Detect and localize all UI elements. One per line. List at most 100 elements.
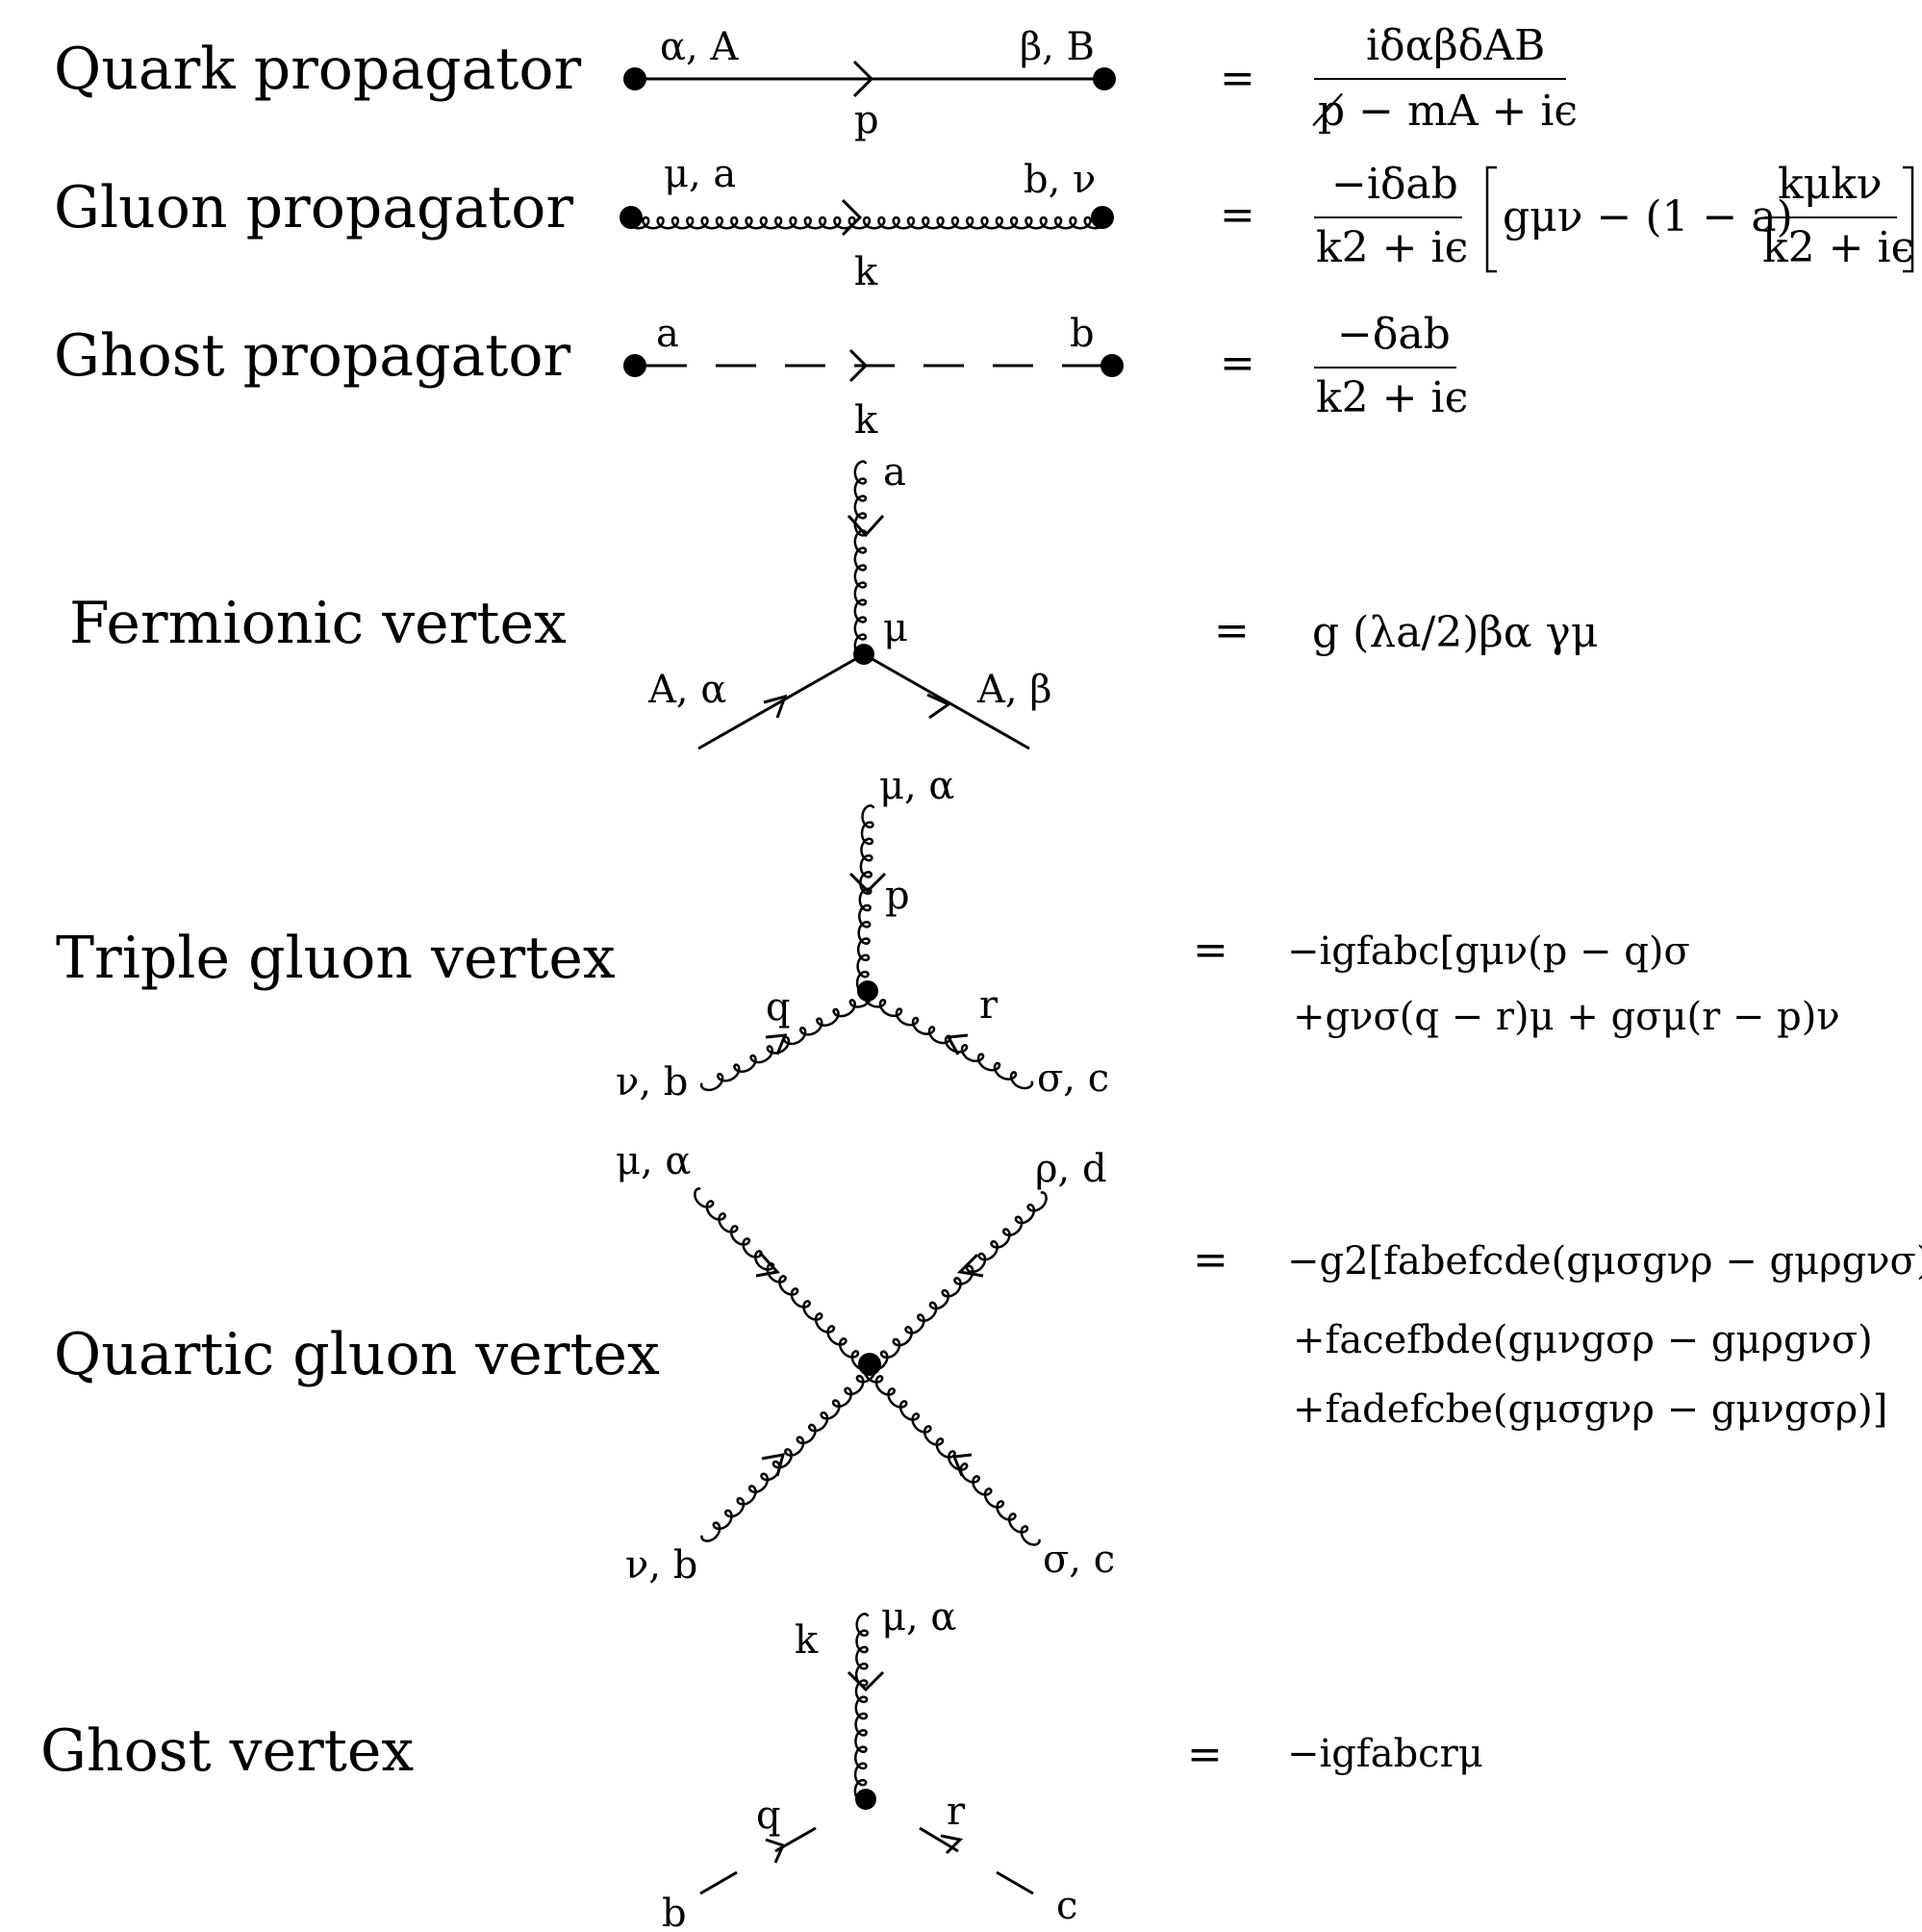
quartic-bottom-right-arrow-icon	[951, 1453, 973, 1477]
ghost-denominator: k2 + iϵ	[1316, 373, 1468, 422]
gluon-left-dot	[620, 206, 643, 229]
ghost-vertex-left-label: b	[662, 1892, 687, 1932]
quartic-bottom-right-label: σ, c	[1043, 1538, 1115, 1582]
ghost-vertex-right-label: c	[1056, 1884, 1077, 1928]
ghost-arrow-icon	[848, 348, 869, 383]
ghost-vertex-gluon-arrow-icon	[847, 1670, 885, 1692]
gluon-propagator-row: Gluon propagator μ, a b, ν k = −iδab k2 …	[54, 152, 1914, 294]
ghost-vertex-expression: −igfabcrμ	[1287, 1732, 1483, 1776]
fermionic-equals: =	[1214, 606, 1250, 655]
gluon-coil-line	[626, 216, 1107, 230]
triple-gluon-left-arrow-icon	[765, 1033, 788, 1055]
ghost-vertex-left-dash-1	[699, 1870, 738, 1895]
ghost-equals: =	[1220, 339, 1255, 388]
fermionic-gluon-arrow-icon	[847, 514, 885, 538]
fermionic-expression: g (λa/2)βα γμ	[1312, 608, 1598, 657]
gluon-equals: =	[1220, 191, 1255, 240]
triple-gluon-expr-line-1: −igfabc[gμν(p − q)σ	[1287, 929, 1690, 974]
ghost-propagator-row: Ghost propagator a b k = −δab k2 + iϵ	[54, 310, 1468, 443]
quartic-bottom-left-label: ν, b	[625, 1543, 697, 1588]
ghost-vertex-right-arrow-icon	[940, 1834, 964, 1855]
gluon-arrow-icon	[841, 198, 863, 237]
gluon-right-label: b, ν	[1024, 158, 1096, 202]
quartic-gluon-title: Quartic gluon vertex	[54, 1321, 660, 1388]
quark-propagator-row: Quark propagator α, A β, B p = iδαβδAB p…	[54, 21, 1578, 142]
fermionic-gluon-line	[853, 460, 868, 658]
ghost-left-dot	[623, 354, 646, 377]
triple-gluon-right-line	[862, 989, 1034, 1090]
fermionic-vertex-label: μ	[883, 606, 908, 650]
ghost-vertex-r-label: r	[947, 1790, 966, 1834]
gluon-bracket-denominator: k2 + iϵ	[1762, 223, 1914, 272]
triple-gluon-title: Triple gluon vertex	[56, 925, 616, 992]
quark-right-dot	[1093, 67, 1116, 90]
gluon-bracket-numerator: kμkν	[1778, 160, 1883, 209]
quark-left-dot	[623, 67, 646, 90]
ghost-vertex-dot	[855, 1789, 876, 1810]
ghost-vertex-gluon-line	[853, 1613, 870, 1803]
quark-denominator: p̸ − mA + iϵ	[1312, 87, 1578, 136]
triple-gluon-q-label: q	[766, 985, 791, 1030]
gluon-propagator-title: Gluon propagator	[54, 174, 573, 242]
gluon-right-dot	[1091, 206, 1114, 229]
quartic-gluon-bottom-right-line	[863, 1362, 1041, 1546]
ghost-numerator: −δab	[1337, 310, 1451, 359]
quartic-expr-line-2: +facefbde(gμνgσρ − gμρgνσ)	[1293, 1318, 1873, 1362]
fermionic-left-label: A, α	[647, 668, 726, 712]
quartic-vertex-dot	[858, 1353, 881, 1376]
fermionic-left-arrow-icon	[763, 694, 788, 719]
ghost-right-label: b	[1070, 312, 1095, 356]
quark-numerator: iδαβδAB	[1366, 21, 1545, 70]
fermionic-vertex-row: Fermionic vertex a μ A, α A, β = g (λa/2…	[69, 450, 1598, 750]
triple-gluon-r-label: r	[979, 983, 999, 1028]
gluon-numerator: −iδab	[1331, 160, 1458, 209]
fermionic-right-arrow-icon	[926, 693, 952, 720]
gluon-momentum-label: k	[854, 250, 878, 294]
quartic-gluon-top-right-line	[868, 1191, 1048, 1371]
triple-gluon-vertex-row: Triple gluon vertex μ, α p q r ν, b σ, c…	[56, 764, 1840, 1105]
gluon-bracket-prefix: gμν − (1 − a)	[1503, 192, 1793, 242]
triple-gluon-top-arrow-icon	[848, 872, 887, 894]
triple-gluon-p-label: p	[885, 874, 910, 918]
quark-equals: =	[1220, 54, 1255, 103]
gluon-left-bracket	[1485, 165, 1497, 273]
ghost-vertex-row: Ghost vertex k μ, α q r b c = −igfabcrμ	[40, 1595, 1483, 1932]
quartic-expr-line-1: −g2[fabefcde(gμσgνρ − gμρgνσ)	[1287, 1239, 1922, 1284]
quartic-expr-line-3: +fadefcbe(gμσgνρ − gμνgσρ)]	[1293, 1387, 1887, 1432]
ghost-vertex-top-label: μ, α	[881, 1595, 956, 1640]
quartic-equals: =	[1193, 1235, 1228, 1284]
gluon-left-label: μ, a	[664, 152, 736, 196]
triple-gluon-top-label: μ, α	[879, 764, 954, 808]
ghost-propagator-title: Ghost propagator	[54, 322, 570, 390]
fermionic-top-label: a	[883, 450, 906, 495]
ghost-vertex-left-arrow-icon	[765, 1838, 786, 1864]
triple-gluon-right-label: σ, c	[1037, 1056, 1109, 1101]
quark-left-label: α, A	[660, 25, 739, 69]
quartic-top-right-arrow-icon	[956, 1253, 984, 1278]
quartic-top-right-label: ρ, d	[1035, 1147, 1107, 1191]
quark-line	[623, 60, 1116, 98]
quark-momentum-label: p	[854, 98, 879, 142]
triple-gluon-top-line	[855, 804, 875, 995]
quartic-gluon-top-left-line	[694, 1187, 872, 1371]
ghost-vertex-k-label: k	[795, 1618, 819, 1663]
ghost-right-dot	[1100, 354, 1124, 377]
quark-arrow-icon	[852, 60, 874, 98]
quartic-gluon-vertex-row: Quartic gluon vertex μ, α ρ, d ν, b σ, c…	[54, 1139, 1922, 1588]
ghost-vertex-q-label: q	[756, 1793, 781, 1838]
quartic-gluon-bottom-left-line	[700, 1362, 876, 1542]
fermionic-vertex-title: Fermionic vertex	[69, 590, 567, 657]
ghost-vertex-right-dash-2	[996, 1870, 1034, 1895]
quartic-top-left-arrow-icon	[755, 1251, 780, 1278]
fermionic-right-label: A, β	[976, 668, 1051, 712]
quark-propagator-title: Quark propagator	[54, 36, 582, 103]
quartic-bottom-left-arrow-icon	[761, 1453, 786, 1477]
fermionic-right-line	[863, 652, 1030, 750]
triple-gluon-expr-line-2: +gνσ(q − r)μ + gσμ(r − p)ν	[1293, 995, 1840, 1039]
ghost-momentum-label: k	[854, 398, 878, 443]
ghost-vertex-equals: =	[1187, 1730, 1223, 1779]
fermionic-vertex-dot	[853, 644, 874, 665]
triple-gluon-left-label: ν, b	[616, 1060, 688, 1105]
quartic-top-left-label: μ, α	[616, 1139, 691, 1183]
triple-gluon-equals: =	[1193, 926, 1228, 975]
